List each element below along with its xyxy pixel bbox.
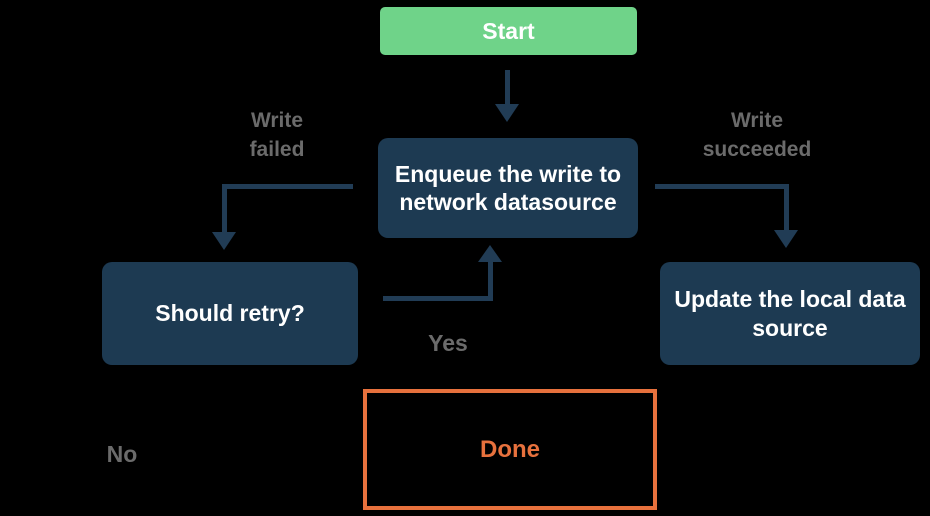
edge-label-no: No [106,441,138,467]
arrowhead-down-start-to-enqueue [495,104,519,122]
arrowhead-up-yes [478,245,502,262]
node-enqueue-write: Enqueue the write to network datasource [378,138,638,238]
edge-write-failed-horizontal-line [222,184,353,189]
node-done-label: Done [480,435,540,463]
node-start: Start [380,7,637,55]
arrowhead-down-write-failed [212,232,236,250]
node-should-retry: Should retry? [102,262,358,365]
node-enqueue-write-label: Enqueue the write to network datasource [394,160,622,215]
edge-yes-horizontal-line [383,296,493,301]
edge-label-yes: Yes [428,330,468,356]
node-start-label: Start [482,17,535,44]
node-update-local-source-label: Update the local data source [674,286,906,341]
edge-start-to-enqueue-line [505,70,510,106]
arrowhead-down-write-succeeded [774,230,798,248]
node-should-retry-label: Should retry? [155,300,305,326]
edge-write-failed-vertical-line [222,184,227,233]
edge-write-succeeded-vertical-line [784,184,789,231]
edge-label-write-failed: Write failed [249,109,305,161]
node-update-local-source: Update the local data source [660,262,920,365]
node-done: Done [363,389,657,510]
edge-label-write-succeeded: Write succeeded [702,109,812,161]
edge-write-succeeded-horizontal-line [655,184,789,189]
edge-yes-vertical-line [488,262,493,301]
